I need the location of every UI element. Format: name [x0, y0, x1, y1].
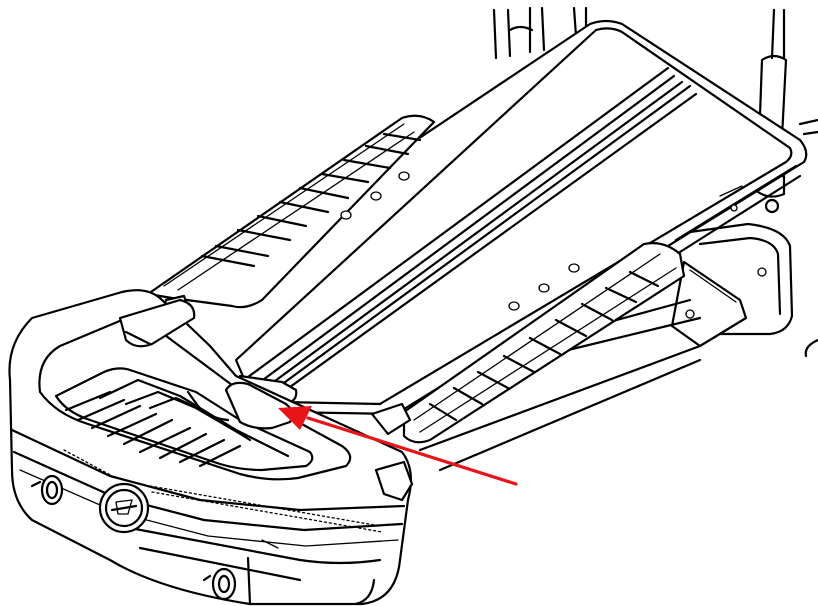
- front-wheels: [30, 474, 237, 601]
- front-hood: [8, 289, 414, 606]
- deck-holes: [340, 171, 580, 311]
- rear-base: [418, 222, 794, 472]
- running-deck: [166, 19, 808, 416]
- arrow-icon: [278, 406, 312, 430]
- right-slat-track: [370, 242, 686, 444]
- arrow-shaft: [306, 416, 518, 486]
- callout-arrow: [278, 406, 518, 486]
- deck-edge-right: [674, 164, 802, 254]
